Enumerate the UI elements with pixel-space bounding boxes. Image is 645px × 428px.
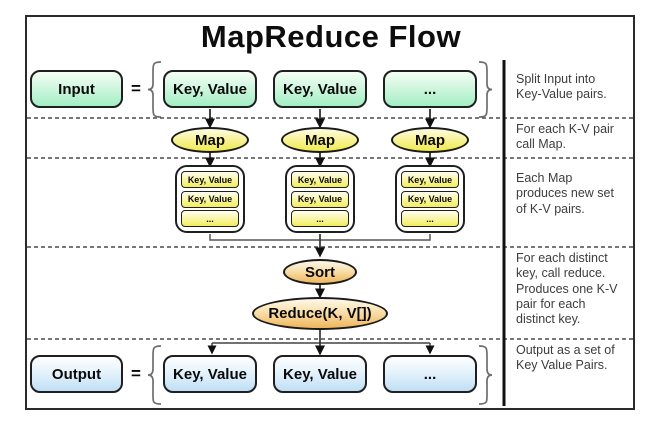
map-output-stack-3: Key, Value Key, Value ... — [395, 165, 465, 233]
map-output-stack-1: Key, Value Key, Value ... — [175, 165, 245, 233]
input-kv-box-ellipsis: ... — [383, 70, 477, 108]
output-kv-box-ellipsis: ... — [383, 355, 477, 393]
kv-item: Key, Value — [181, 190, 239, 208]
map-oval-1: Map — [171, 127, 249, 153]
map-oval-3: Map — [391, 127, 469, 153]
kv-item: Key, Value — [291, 190, 349, 208]
kv-item: Key, Value — [181, 171, 239, 188]
map-oval-2: Map — [281, 127, 359, 153]
kv-item-ellipsis: ... — [291, 210, 349, 227]
sort-oval: Sort — [283, 259, 357, 285]
annotation-output-set: Output as a set of Key Value Pairs. — [516, 343, 615, 373]
equals-sign-output: = — [131, 364, 141, 383]
map-output-stack-2: Key, Value Key, Value ... — [285, 165, 355, 233]
diagram-title: MapReduce Flow — [200, 19, 462, 54]
kv-item-ellipsis: ... — [181, 210, 239, 227]
kv-item-ellipsis: ... — [401, 210, 459, 227]
annotation-call-map: For each K-V pair call Map. — [516, 122, 614, 152]
kv-item: Key, Value — [401, 190, 459, 208]
reduce-oval: Reduce(K, V[]) — [252, 297, 388, 330]
output-kv-box-2: Key, Value — [273, 355, 367, 393]
input-node: Input — [30, 70, 123, 108]
equals-sign-input: = — [131, 79, 141, 98]
kv-item: Key, Value — [291, 171, 349, 188]
input-kv-box-1: Key, Value — [163, 70, 257, 108]
kv-item: Key, Value — [401, 171, 459, 188]
annotation-call-reduce: For each distinct key, call reduce. Prod… — [516, 251, 618, 326]
annotation-split-input: Split Input into Key-Value pairs. — [516, 72, 607, 102]
input-kv-box-2: Key, Value — [273, 70, 367, 108]
output-node: Output — [30, 355, 123, 393]
annotation-map-produces: Each Map produces new set of K-V pairs. — [516, 171, 614, 216]
output-kv-box-1: Key, Value — [163, 355, 257, 393]
